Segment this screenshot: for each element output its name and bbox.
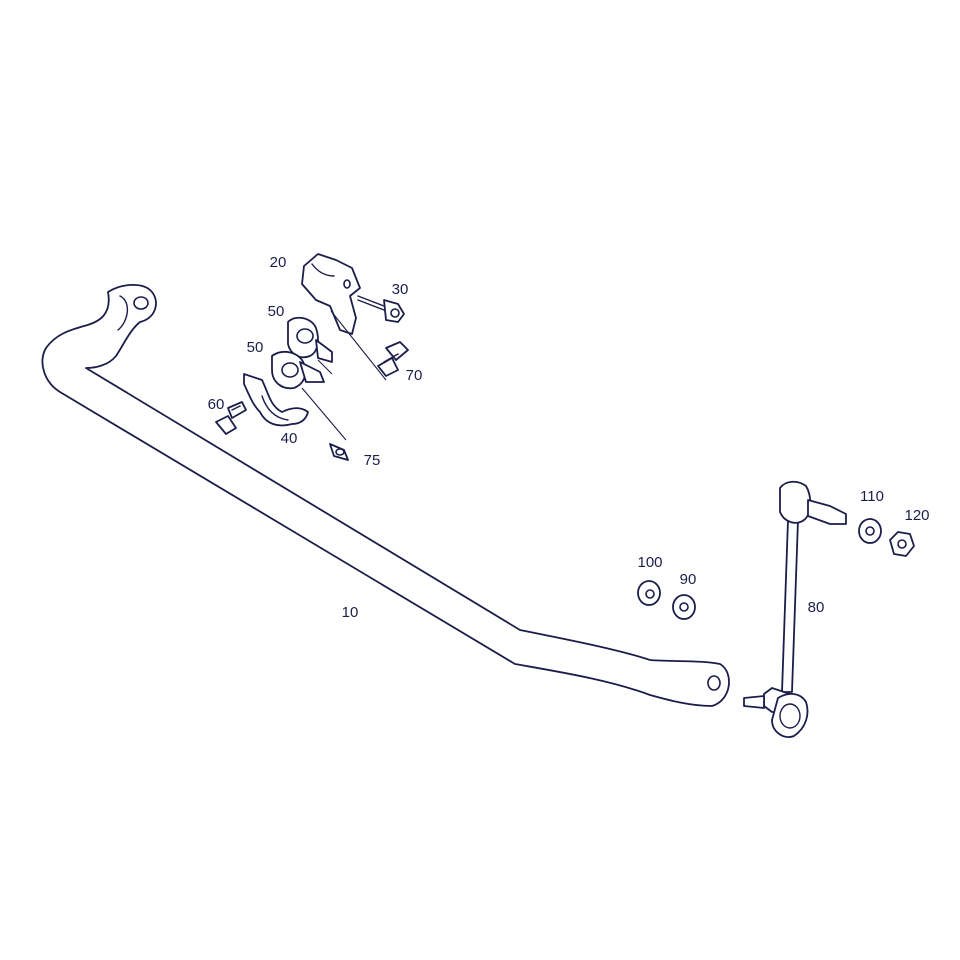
washer-110[interactable] (858, 518, 882, 544)
label-30: 30 (392, 281, 409, 298)
label-100: 100 (637, 554, 662, 571)
mounting-bracket[interactable] (301, 253, 361, 335)
nut-120[interactable] (889, 531, 915, 557)
stabilizer-bar[interactable] (41, 283, 730, 707)
label-110: 110 (860, 488, 884, 505)
label-20: 20 (270, 254, 287, 271)
bolt-75[interactable] (329, 443, 349, 461)
label-40: 40 (281, 430, 298, 447)
label-120: 120 (904, 507, 929, 524)
washer-100[interactable] (637, 580, 661, 606)
label-10: 10 (342, 604, 359, 621)
bolt-30[interactable] (357, 295, 405, 323)
rubber-bushing-lower[interactable] (271, 350, 325, 390)
label-70: 70 (406, 367, 423, 384)
washer-90[interactable] (672, 594, 696, 620)
leader-lines (301, 310, 387, 441)
label-50-upper: 50 (268, 303, 285, 320)
label-60: 60 (208, 396, 225, 413)
bolt-70[interactable] (377, 341, 409, 377)
label-50-lower: 50 (247, 339, 264, 356)
label-80: 80 (808, 599, 825, 616)
label-75: 75 (364, 452, 381, 469)
label-90: 90 (680, 571, 697, 588)
clamp[interactable] (243, 373, 309, 427)
stabilizer-link[interactable] (743, 480, 847, 738)
part-labels: 10 20 30 40 50 50 60 70 75 80 90 100 110… (208, 254, 930, 621)
bolt-60[interactable] (215, 401, 247, 435)
